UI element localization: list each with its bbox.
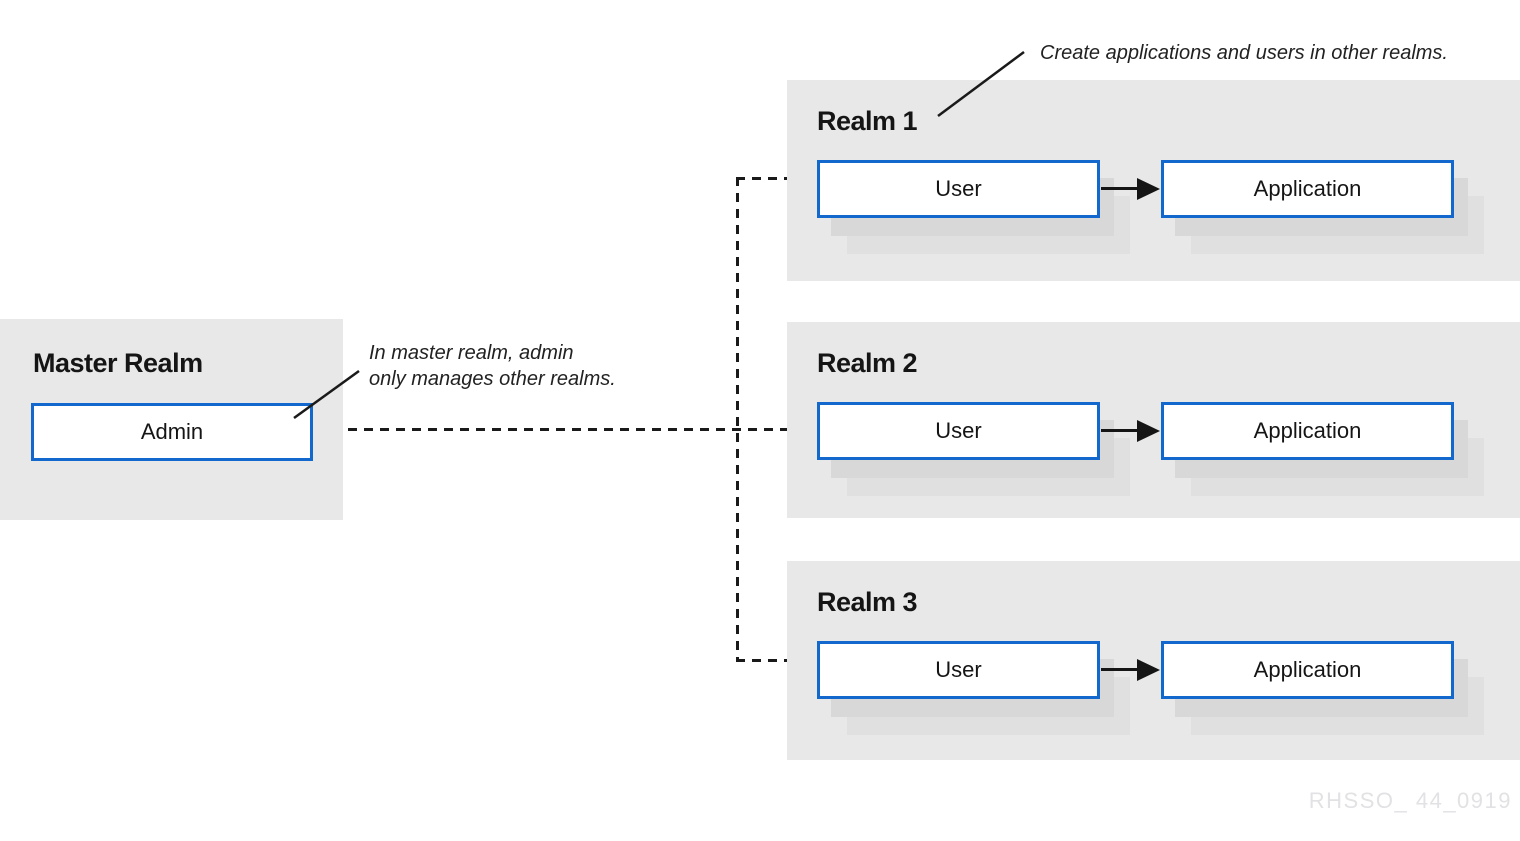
realm-3-application-box: Application (1161, 641, 1484, 735)
application-label: Application (1253, 176, 1362, 201)
application-box-face: Application (1161, 641, 1454, 699)
realm-3-user-box: User (817, 641, 1130, 735)
arrow-head-icon (1137, 178, 1160, 200)
application-label: Application (1253, 418, 1362, 443)
realm-1-title: Realm 1 (817, 106, 918, 136)
user-box-face: User (817, 402, 1100, 460)
dashed-connector-main (316, 428, 790, 431)
application-box-face: Application (1161, 402, 1454, 460)
watermark-text: RHSSO_ 44_0919 (1308, 788, 1512, 813)
admin-annotation-line1: In master realm, admin (369, 342, 574, 364)
admin-box-face: Admin (31, 403, 313, 461)
application-box-face: Application (1161, 160, 1454, 218)
admin-annotation-line2: only manages other realms. (369, 368, 616, 390)
realm-3-title: Realm 3 (817, 587, 918, 617)
admin-box: Admin (31, 403, 313, 461)
realm-2-panel: Realm 2 User Application (787, 322, 1520, 518)
application-label: Application (1253, 657, 1362, 682)
master-realm-title: Master Realm (33, 348, 203, 378)
realm-3-panel: Realm 3 User Application (787, 561, 1520, 760)
flow-arrow (1101, 668, 1139, 671)
flow-arrow (1101, 187, 1139, 190)
admin-annotation-text: In master realm, admin only manages othe… (369, 340, 616, 392)
dashed-connector-branch-realm1 (736, 177, 790, 180)
user-box-face: User (817, 641, 1100, 699)
realm-2-title: Realm 2 (817, 348, 918, 378)
realm-2-user-box: User (817, 402, 1130, 496)
realm-2-application-box: Application (1161, 402, 1484, 496)
user-label: User (935, 418, 982, 443)
dashed-connector-branch-realm3 (736, 659, 790, 662)
realm-1-application-box: Application (1161, 160, 1484, 254)
user-label: User (935, 176, 982, 201)
flow-arrow (1101, 429, 1139, 432)
realm-1-user-box: User (817, 160, 1130, 254)
dashed-connector-trunk (736, 177, 739, 662)
master-realm-panel: Master Realm Admin (0, 319, 343, 520)
admin-label: Admin (140, 419, 204, 444)
realm-1-panel: Realm 1 User Application (787, 80, 1520, 281)
arrow-head-icon (1137, 420, 1160, 442)
user-label: User (935, 657, 982, 682)
user-box-face: User (817, 160, 1100, 218)
create-annotation-text: Create applications and users in other r… (1040, 42, 1448, 64)
arrow-head-icon (1137, 659, 1160, 681)
